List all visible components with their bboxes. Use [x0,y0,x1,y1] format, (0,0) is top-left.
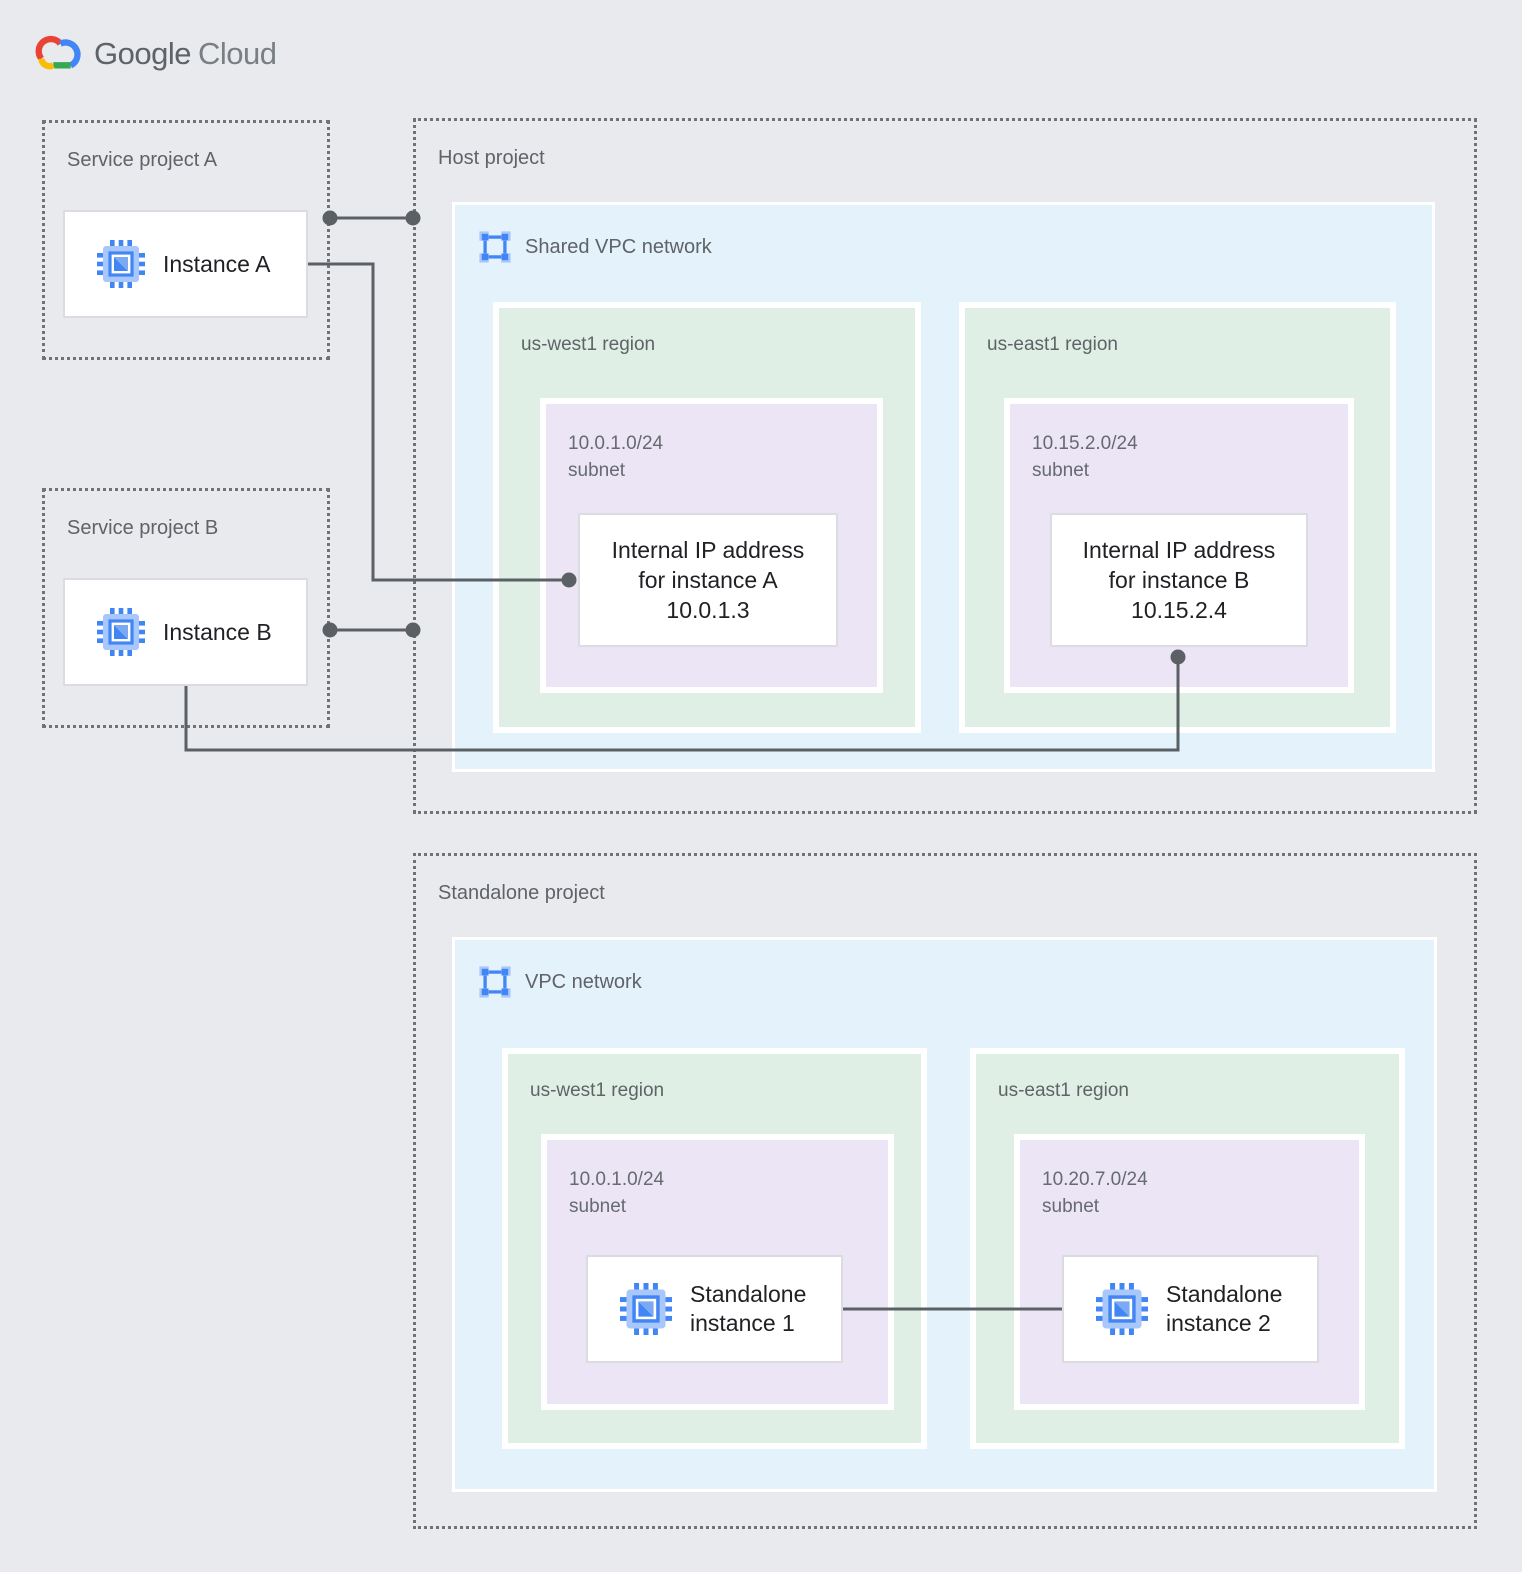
subnet-cidr: 10.15.2.0/24 [1032,433,1138,454]
standalone-instance-1-label: Standalone instance 1 [690,1281,807,1336]
subnet-word: subnet [569,1196,627,1217]
standalone-project-box: Standalone project [413,853,1477,1529]
subnet-cidr: 10.0.1.0/24 [568,433,664,454]
standalone-instance-2-label: Standalone instance 2 [1166,1281,1283,1336]
service-project-a-label: Service project A [67,149,218,171]
subnet-word: subnet [568,460,626,481]
vpc-network-label: VPC network [525,970,642,993]
standalone-us-west1-region-label: us-west1 region [530,1080,665,1101]
standalone-instance-2-card: Standalone instance 2 [1062,1255,1319,1363]
internal-ip-instance-a-card: Internal IP address for instance A 10.0.… [578,513,838,647]
vpc-network-icon [477,229,513,265]
host-us-west1-subnet-label: 10.0.1.0/24 subnet [568,430,663,484]
standalone-instance-1-card: Standalone instance 1 [586,1255,843,1363]
host-us-east1-region-label: us-east1 region [987,334,1118,355]
subnet-word: subnet [1032,460,1090,481]
instance-a-label: Instance A [163,250,271,277]
service-project-b-label: Service project B [67,517,219,539]
vpc-network-header: VPC network [477,964,642,1000]
subnet-cidr: 10.20.7.0/24 [1042,1169,1148,1190]
standalone-us-west1-subnet-label: 10.0.1.0/24 subnet [569,1166,664,1220]
compute-engine-icon [97,240,145,288]
compute-engine-icon [1096,1283,1148,1335]
instance-b-card: Instance B [63,578,308,686]
ip-card-line2: for instance B [1108,567,1250,593]
subnet-cidr: 10.0.1.0/24 [569,1169,665,1190]
ip-card-line3: 10.0.1.3 [666,597,750,623]
host-us-west1-region-label: us-west1 region [521,334,656,355]
vpc-network-icon [477,964,513,1000]
shared-vpc-network-label: Shared VPC network [525,235,712,258]
host-us-east1-subnet-label: 10.15.2.0/24 subnet [1032,430,1138,484]
logo-brand: Google [94,36,191,71]
shared-vpc-network-header: Shared VPC network [477,229,712,265]
compute-engine-icon [97,608,145,656]
subnet-word: subnet [1042,1196,1100,1217]
standalone-project-label: Standalone project [438,882,605,904]
google-cloud-icon [35,35,81,70]
ip-card-line1: Internal IP address [611,537,805,563]
ip-card-line3: 10.15.2.4 [1131,597,1227,623]
ip-card-line2: for instance A [638,567,778,593]
service-project-a-box: Service project A [42,120,330,360]
ip-card-line1: Internal IP address [1082,537,1276,563]
standalone-us-east1-subnet-label: 10.20.7.0/24 subnet [1042,1166,1148,1220]
standalone-us-east1-region-label: us-east1 region [998,1080,1129,1101]
compute-engine-icon [620,1283,672,1335]
instance-b-label: Instance B [163,618,272,645]
host-project-label: Host project [438,147,545,169]
logo-product: Cloud [197,36,277,71]
instance-a-card: Instance A [63,210,308,318]
internal-ip-instance-b-card: Internal IP address for instance B 10.15… [1050,513,1308,647]
